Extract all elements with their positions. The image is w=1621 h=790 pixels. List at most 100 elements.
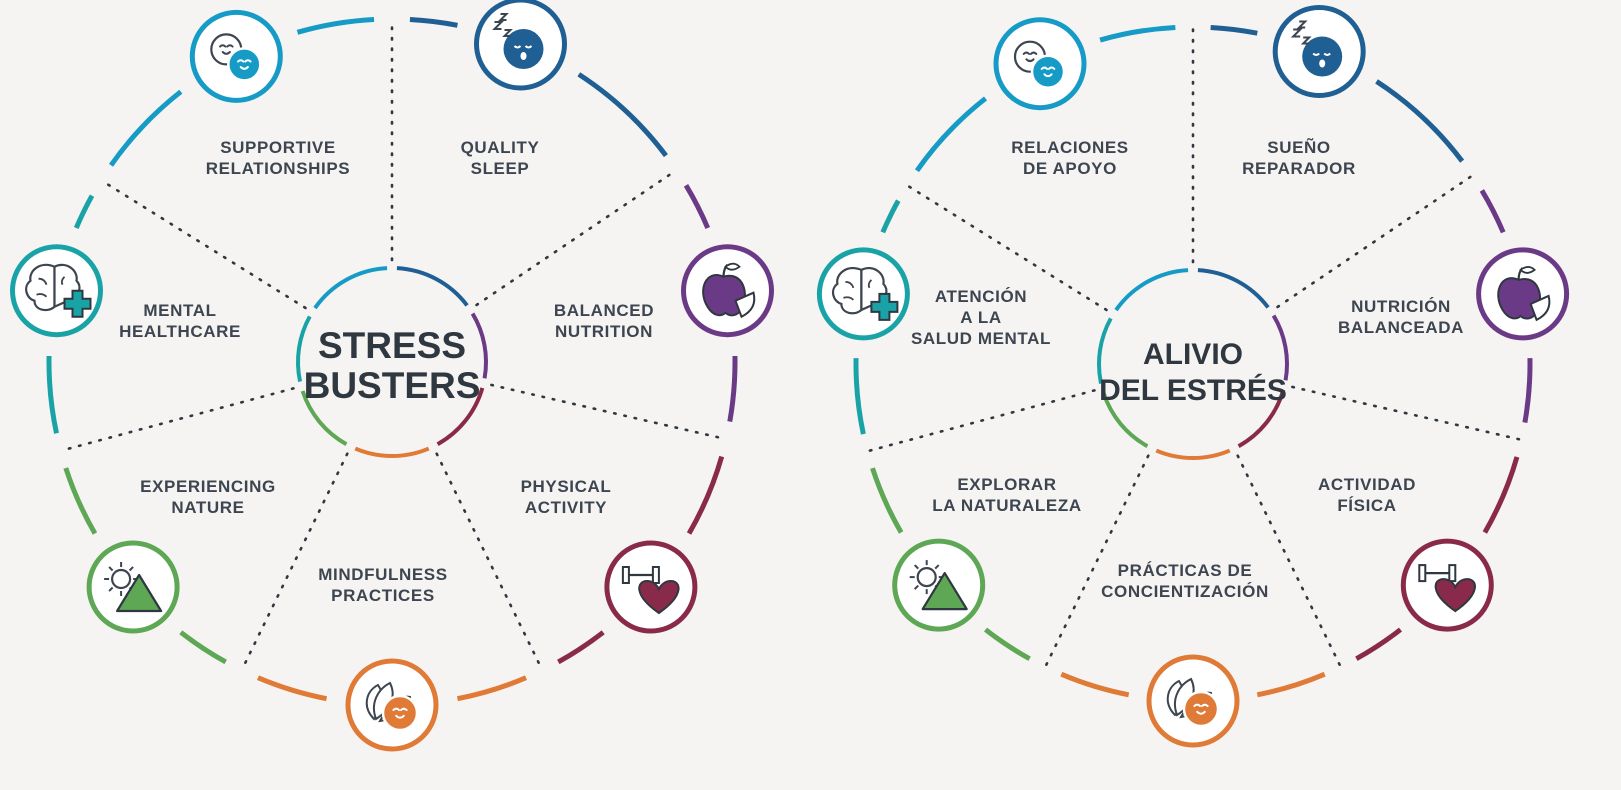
segment-label-line: ACTIVIDAD <box>1318 475 1416 494</box>
dumbbell-heart-icon <box>1400 538 1494 632</box>
hub-arc-sleep <box>396 266 469 307</box>
ring-arc-relationships <box>296 16 375 35</box>
segment-label-mental: MENTAL HEALTHCARE <box>119 301 241 341</box>
eye <box>1022 51 1031 55</box>
hub-arc-mindfulness <box>1155 448 1231 461</box>
segment-label-line: A LA <box>960 308 1001 327</box>
eye <box>1047 66 1056 70</box>
hub-arc-sleep <box>1197 268 1270 309</box>
segment-label-line: NUTRITION <box>555 322 653 341</box>
heart <box>1434 578 1476 613</box>
dumbbell-heart-icon <box>604 540 698 634</box>
mouth <box>239 66 249 70</box>
segment-label-line: FÍSICA <box>1337 496 1396 515</box>
mouth <box>1319 59 1326 68</box>
hub-title-line: STRESS <box>318 325 466 366</box>
face <box>381 694 419 732</box>
ring-arc-nutrition <box>1479 189 1506 234</box>
segment-label-line: HEALTHCARE <box>119 322 241 341</box>
mountain <box>921 571 968 611</box>
apple-icon <box>681 244 774 338</box>
hub-arc-activity <box>436 387 485 446</box>
ring-arc-mindfulness <box>1256 671 1326 698</box>
ring-arc-mental <box>880 199 901 234</box>
eye <box>392 707 401 712</box>
segment-label-line: BALANCED <box>554 301 654 320</box>
ring-arc-mental <box>73 194 95 229</box>
apple-slice <box>1529 294 1551 322</box>
mouth <box>1196 710 1206 715</box>
eye <box>1200 703 1209 708</box>
apple-icon <box>1476 247 1570 341</box>
divider-dotted-line <box>490 383 726 441</box>
sun-ray <box>913 584 919 590</box>
face-right <box>1030 54 1066 89</box>
sun-ray <box>108 586 114 592</box>
ring-arc-activity <box>686 455 725 535</box>
ring-arc-relationships <box>1099 24 1176 43</box>
plus <box>63 289 92 318</box>
hub-arc-relationships <box>313 266 388 310</box>
ring-arc-nutrition <box>683 184 711 229</box>
segment-label-nutrition: BALANCED NUTRITION <box>554 301 654 341</box>
sun-mountain-icon <box>892 538 986 632</box>
segment-label-line: NUTRICIÓN <box>1351 297 1451 316</box>
mouth <box>1043 73 1053 78</box>
closed-eyes <box>1312 52 1331 56</box>
segment-label-line: RELACIONES <box>1011 138 1128 157</box>
apple <box>1497 277 1541 320</box>
ring-arc-nature <box>983 627 1031 661</box>
sun-ray <box>934 564 940 570</box>
ring-arc-sleep <box>409 16 458 28</box>
eye <box>219 44 227 48</box>
brain-folds <box>843 269 873 310</box>
sleep-face-icon <box>1272 5 1366 98</box>
face <box>503 29 544 69</box>
hub-arc-activity <box>1237 389 1286 448</box>
brain-left <box>831 267 863 315</box>
divider-dotted-line <box>1291 385 1521 441</box>
sun-ray <box>128 566 134 572</box>
face <box>1182 690 1220 728</box>
divider-dotted-line <box>1044 454 1150 667</box>
zzz <box>492 13 513 37</box>
ring-arc-activity <box>1482 456 1520 534</box>
segment-label-line: SALUD MENTAL <box>911 329 1051 348</box>
brain-plus-icon <box>816 247 910 341</box>
ring-arc-mindfulness <box>1060 671 1130 698</box>
ring-arc-relationships <box>108 89 183 167</box>
eye <box>1029 51 1038 55</box>
segment-label-mental: ATENCIÓN A LA SALUD MENTAL <box>911 287 1051 348</box>
divider-dotted-line <box>435 452 543 670</box>
sun <box>111 568 132 590</box>
ring-arc-mindfulness <box>257 675 328 702</box>
divider-dotted-line <box>868 389 1096 453</box>
lotus-face-icon <box>345 658 439 752</box>
closed-eyes <box>513 45 533 49</box>
brain-plus-icon <box>10 244 103 338</box>
mouth <box>395 714 405 719</box>
segment-label-line: ATENCIÓN <box>935 287 1027 306</box>
ring-arc-activity <box>557 630 605 665</box>
ring-arc-mindfulness <box>456 675 527 702</box>
ring-arc-sleep <box>1375 79 1465 163</box>
divider-dotted-line <box>241 452 349 670</box>
hub-arc-nutrition <box>470 312 488 379</box>
divider-dotted-line <box>1236 454 1342 667</box>
leaf <box>724 262 741 271</box>
segment-label-line: EXPERIENCING <box>140 477 276 496</box>
ring-arc-nutrition <box>727 355 738 422</box>
segment-label-line: CONCIENTIZACIÓN <box>1101 582 1269 601</box>
segment-label-line: MENTAL <box>143 301 216 320</box>
segment-label-line: SLEEP <box>471 159 530 178</box>
